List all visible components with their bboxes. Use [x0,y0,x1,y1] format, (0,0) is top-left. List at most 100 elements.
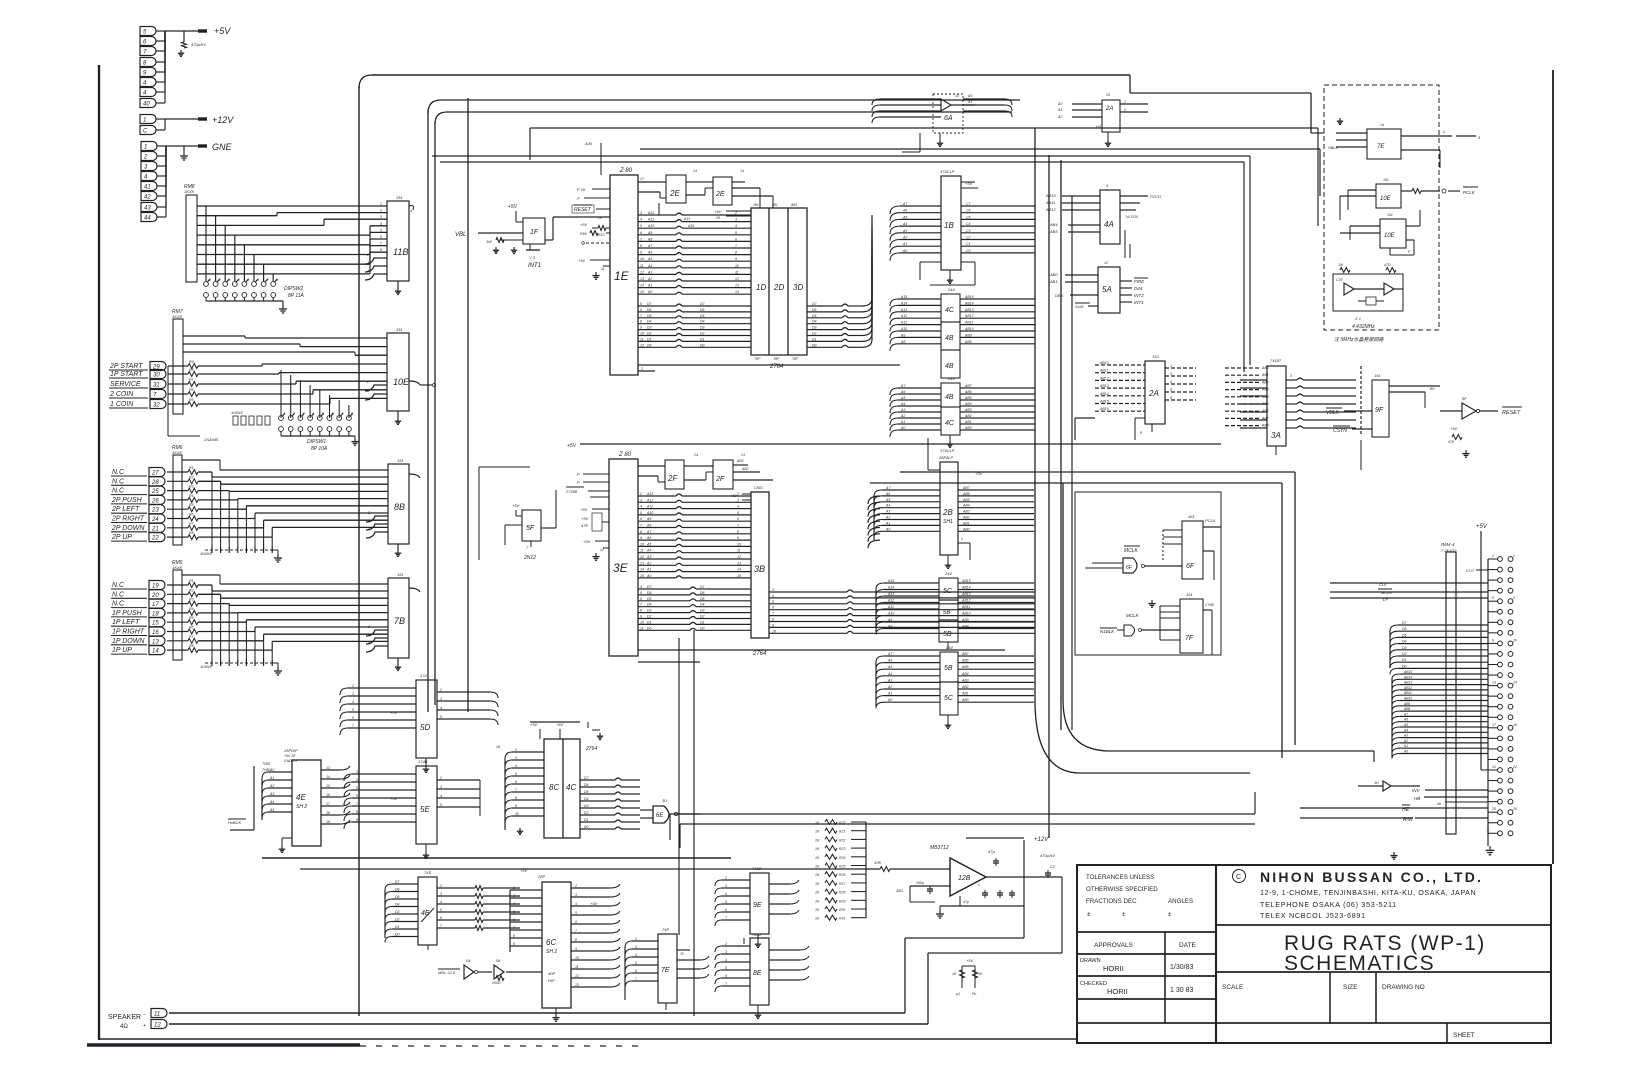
svg-text:8P 11A: 8P 11A [288,293,305,299]
svg-text:8: 8 [640,244,642,248]
svg-text:3: 3 [640,211,642,215]
svg-text:D0: D0 [700,343,705,347]
svg-text:N.C: N.C [112,478,125,485]
svg-text:7.2KX32: 7.2KX32 [1441,548,1457,553]
svg-text:74P: 74P [662,927,669,932]
svg-text:11: 11 [575,965,579,969]
svg-text:R8: R8 [189,531,194,535]
svg-text:43: 43 [144,206,151,212]
svg-text:A10: A10 [646,511,653,515]
svg-text:D0: D0 [395,933,400,937]
svg-text:5: 5 [640,302,642,306]
svg-text:AB12: AB12 [1403,686,1412,690]
svg-text:5: 5 [515,772,517,776]
svg-text:8: 8 [735,251,737,255]
svg-text:AB7: AB7 [964,384,973,388]
svg-text:D0: D0 [1402,664,1407,668]
svg-text:CHECKED: CHECKED [1080,981,1107,987]
svg-text:A40: A40 [584,141,593,146]
svg-text:D4: D4 [584,797,589,801]
svg-text:13: 13 [737,561,741,565]
svg-text:D6: D6 [1402,627,1407,631]
svg-text:153: 153 [1152,354,1159,359]
svg-text:5: 5 [440,803,442,807]
svg-text:4: 4 [367,269,369,273]
svg-text:7: 7 [737,524,740,528]
svg-text:5: 5 [1170,388,1172,392]
svg-text:10: 10 [515,812,519,816]
svg-text:A1: A1 [967,100,972,104]
svg-text:6: 6 [725,974,727,978]
svg-text:AB8: AB8 [961,625,969,629]
svg-text:1E: 1E [614,269,630,283]
svg-text:374CLP: 374CLP [940,448,955,453]
svg-text:N.C: N.C [112,601,125,608]
svg-text:2D: 2D [773,283,784,292]
svg-text:R3: R3 [189,598,194,602]
svg-text:21: 21 [151,526,159,532]
svg-text:06: 06 [496,958,501,963]
svg-text:4A: 4A [1104,220,1114,229]
svg-text:3: 3 [1478,135,1481,140]
svg-text:D6: D6 [700,591,705,595]
svg-text:5A: 5A [1102,285,1112,294]
svg-text:8: 8 [276,278,278,282]
svg-text:A81: A81 [790,203,797,207]
svg-text:R30: R30 [839,908,845,912]
svg-text:C: C [1236,874,1241,881]
svg-text:74187: 74187 [1270,358,1282,363]
svg-text:D0: D0 [584,825,589,829]
svg-text:A10: A10 [887,612,894,616]
svg-text:7: 7 [143,50,147,56]
svg-text:A8: A8 [887,625,892,629]
svg-text:7: 7 [341,412,344,416]
svg-text:5B: 5B [943,610,950,616]
svg-text:8: 8 [772,618,774,622]
svg-text:A9: A9 [900,333,905,337]
svg-text:A10: A10 [647,224,654,228]
svg-text:1K: 1K [815,830,820,834]
svg-text:A6: A6 [1403,718,1408,722]
svg-text:12: 12 [600,548,604,552]
svg-text:D4: D4 [647,603,652,607]
svg-text:29: 29 [152,365,160,371]
svg-text:8B: 8B [394,502,405,512]
svg-text:D2: D2 [647,615,652,619]
svg-text:A7: A7 [647,244,653,248]
svg-text:P: P [577,196,580,201]
svg-text:D3: D3 [647,326,652,330]
svg-text:8: 8 [356,810,358,814]
svg-text:OTHERWISE SPECIFIED: OTHERWISE SPECIFIED [1086,886,1158,893]
svg-text:2: 2 [366,380,369,384]
svg-text:AB7: AB7 [1261,416,1270,420]
svg-text:2E: 2E [669,189,680,198]
svg-text:INT1: INT1 [1134,300,1144,305]
svg-text:18: 18 [152,611,159,617]
svg-text:3: 3 [302,412,304,416]
svg-text:AB4: AB4 [962,504,970,508]
svg-text:A11: A11 [647,218,654,222]
svg-text:AB1: AB1 [1261,373,1269,377]
svg-text:26: 26 [1512,807,1517,811]
svg-text:AB2: AB2 [962,516,970,520]
svg-text:2: 2 [218,278,221,282]
svg-text:8C: 8C [549,783,559,792]
svg-text:AB11: AB11 [1045,200,1056,205]
svg-text:+5V: +5V [1450,426,1458,431]
svg-text:AB10: AB10 [961,612,971,616]
svg-text:AB4: AB4 [1049,222,1058,227]
svg-text:RM4-4: RM4-4 [1441,542,1455,547]
svg-text:AB15: AB15 [961,579,971,583]
svg-text:8: 8 [640,609,642,613]
svg-text:FIRE: FIRE [1134,279,1145,284]
svg-text:CLK: CLK [1379,582,1387,587]
svg-text:8: 8 [143,61,147,67]
svg-text:D7: D7 [1402,621,1408,625]
svg-text:1P RIGHT: 1P RIGHT [112,629,145,636]
svg-text:H3: H3 [1096,124,1102,129]
svg-text:A1: A1 [646,568,651,572]
svg-text:9: 9 [640,326,642,330]
svg-text:6: 6 [143,40,147,46]
svg-text:SHEET: SHEET [1453,1032,1475,1039]
svg-text:6E: 6E [656,813,664,819]
